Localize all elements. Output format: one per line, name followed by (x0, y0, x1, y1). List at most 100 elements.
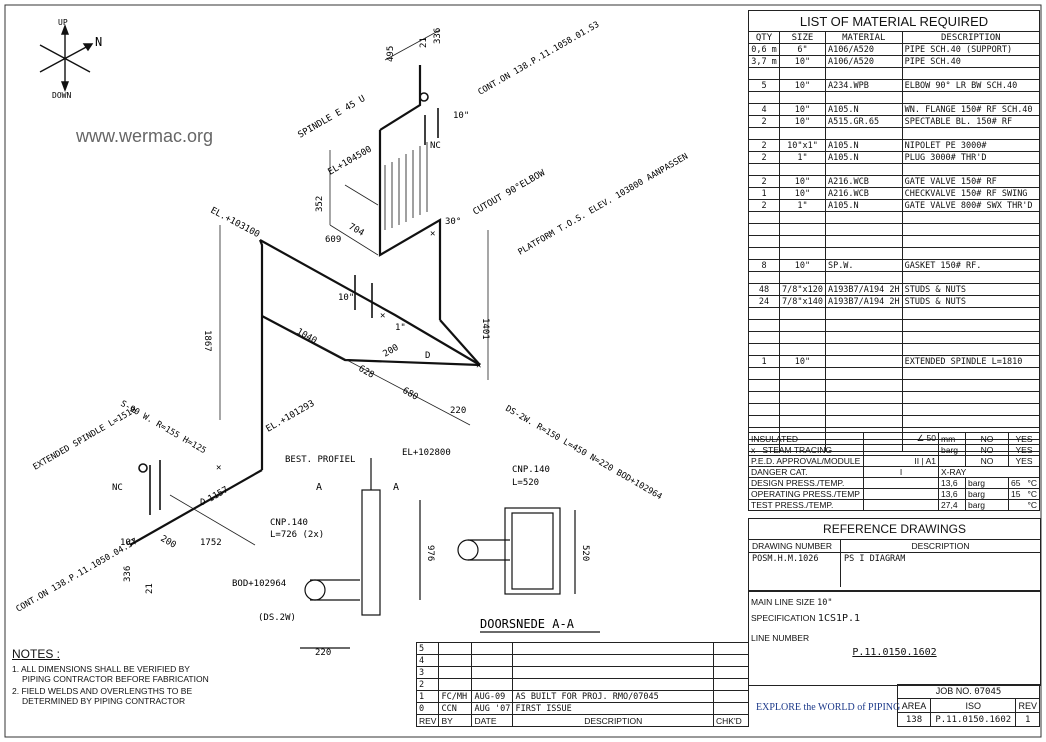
material-row (748, 415, 1041, 428)
svg-text:352: 352 (315, 196, 325, 212)
revision-row: 3 (415, 666, 749, 679)
compass-icon (39, 24, 94, 92)
svg-text:EXTENDED SPINDLE L=1510: EXTENDED SPINDLE L=1510 (32, 405, 139, 473)
svg-text:1040: 1040 (295, 327, 319, 347)
svg-text:NC: NC (430, 141, 441, 151)
cross-mark: ✕ (380, 311, 385, 321)
svg-text:CONT.ON 138.P.11.1058.01.S3: CONT.ON 138.P.11.1058.01.S3 (477, 20, 602, 98)
svg-text:✕: ✕ (216, 463, 221, 473)
svg-text:10": 10" (120, 538, 136, 548)
compass-down: DOWN (52, 91, 71, 100)
elevation-label: EL.+101293 (265, 399, 317, 435)
note-1: 1. ALL DIMENSIONS SHALL BE VERIFIED BY (12, 664, 190, 674)
svg-text:21: 21 (145, 583, 155, 594)
svg-text:1401: 1401 (480, 318, 490, 340)
material-row (748, 127, 1041, 140)
svg-text:NC: NC (112, 483, 123, 493)
material-row (748, 403, 1041, 416)
material-row (748, 67, 1041, 80)
svg-text:336: 336 (433, 28, 443, 44)
material-row (748, 391, 1041, 404)
elevation-label: EL.+103100 (209, 206, 262, 240)
reference-drawings: REFERENCE DRAWINGS DRAWING NUMBER DESCRI… (748, 518, 1041, 592)
svg-text:200: 200 (159, 534, 178, 551)
svg-text:220: 220 (450, 406, 466, 416)
svg-text:495: 495 (386, 46, 396, 62)
material-row (748, 319, 1041, 332)
svg-text:A: A (316, 482, 322, 493)
svg-text:704: 704 (347, 222, 366, 239)
revision-row: 2 (415, 678, 749, 691)
svg-text:(DS.2W): (DS.2W) (258, 613, 296, 623)
svg-text:628: 628 (357, 364, 376, 381)
svg-text:L=520: L=520 (512, 478, 539, 488)
brand-logo: EXPLORE the WORLD of PIPING (756, 702, 901, 713)
elevation-label: EL+104500 (327, 145, 374, 178)
svg-text:21: 21 (419, 37, 429, 48)
svg-text:BEST. PROFIEL: BEST. PROFIEL (285, 455, 355, 465)
watermark: www.wermac.org (76, 126, 214, 146)
svg-text:CNP.140: CNP.140 (512, 465, 550, 475)
material-row (748, 331, 1041, 344)
notes-title: NOTES : (12, 647, 61, 661)
svg-text:SPINDLE E 45 U: SPINDLE E 45 U (297, 94, 368, 141)
material-row (748, 271, 1041, 284)
compass-up: UP (58, 18, 68, 27)
svg-text:976: 976 (425, 545, 435, 561)
svg-text:680: 680 (401, 386, 420, 403)
material-row (748, 163, 1041, 176)
svg-text:1867: 1867 (202, 330, 212, 352)
svg-text:200: 200 (382, 343, 401, 360)
svg-text:1157: 1157 (207, 485, 231, 505)
material-row (748, 307, 1041, 320)
svg-text:✕: ✕ (430, 229, 435, 239)
svg-text:✕: ✕ (476, 361, 481, 371)
svg-text:1752: 1752 (200, 538, 222, 548)
material-row (748, 211, 1041, 224)
material-row (748, 91, 1041, 104)
svg-text:D: D (200, 498, 205, 508)
svg-text:L=726 (2x): L=726 (2x) (270, 530, 324, 540)
svg-text:520: 520 (580, 545, 590, 561)
note-2b: DETERMINED BY PIPING CONTRACTOR (22, 696, 186, 706)
svg-text:336: 336 (123, 566, 133, 582)
material-row (748, 223, 1041, 236)
material-row (748, 343, 1041, 356)
revision-row: 4 (415, 654, 749, 667)
svg-text:A: A (393, 482, 399, 493)
mainline-info: MAIN LINE SIZE 10" SPECIFICATION 1CS1P.1… (748, 590, 1041, 686)
svg-text:220: 220 (315, 648, 331, 658)
section-title: DOORSNEDE A-A (480, 617, 575, 631)
material-row (748, 235, 1041, 248)
note-1b: PIPING CONTRACTOR BEFORE FABRICATION (22, 674, 209, 684)
material-title: LIST OF MATERIAL REQUIRED (748, 10, 1040, 32)
svg-text:CUTOUT 90°ELBOW: CUTOUT 90°ELBOW (472, 168, 548, 218)
material-row (748, 367, 1041, 380)
svg-text:PLATFORM T.O.S. ELEV. 103800 A: PLATFORM T.O.S. ELEV. 103800 AANPASSEN (517, 152, 690, 258)
elevation-label: BOD+102964 (232, 579, 286, 589)
note-2: 2. FIELD WELDS AND OVERLENGTHS TO BE (12, 686, 193, 696)
pipe-route (129, 65, 481, 546)
material-row (748, 379, 1041, 392)
svg-text:10": 10" (338, 293, 354, 303)
svg-text:609: 609 (325, 235, 341, 245)
svg-text:CNP.140: CNP.140 (270, 518, 308, 528)
elevation-label: EL+102800 (402, 448, 451, 458)
